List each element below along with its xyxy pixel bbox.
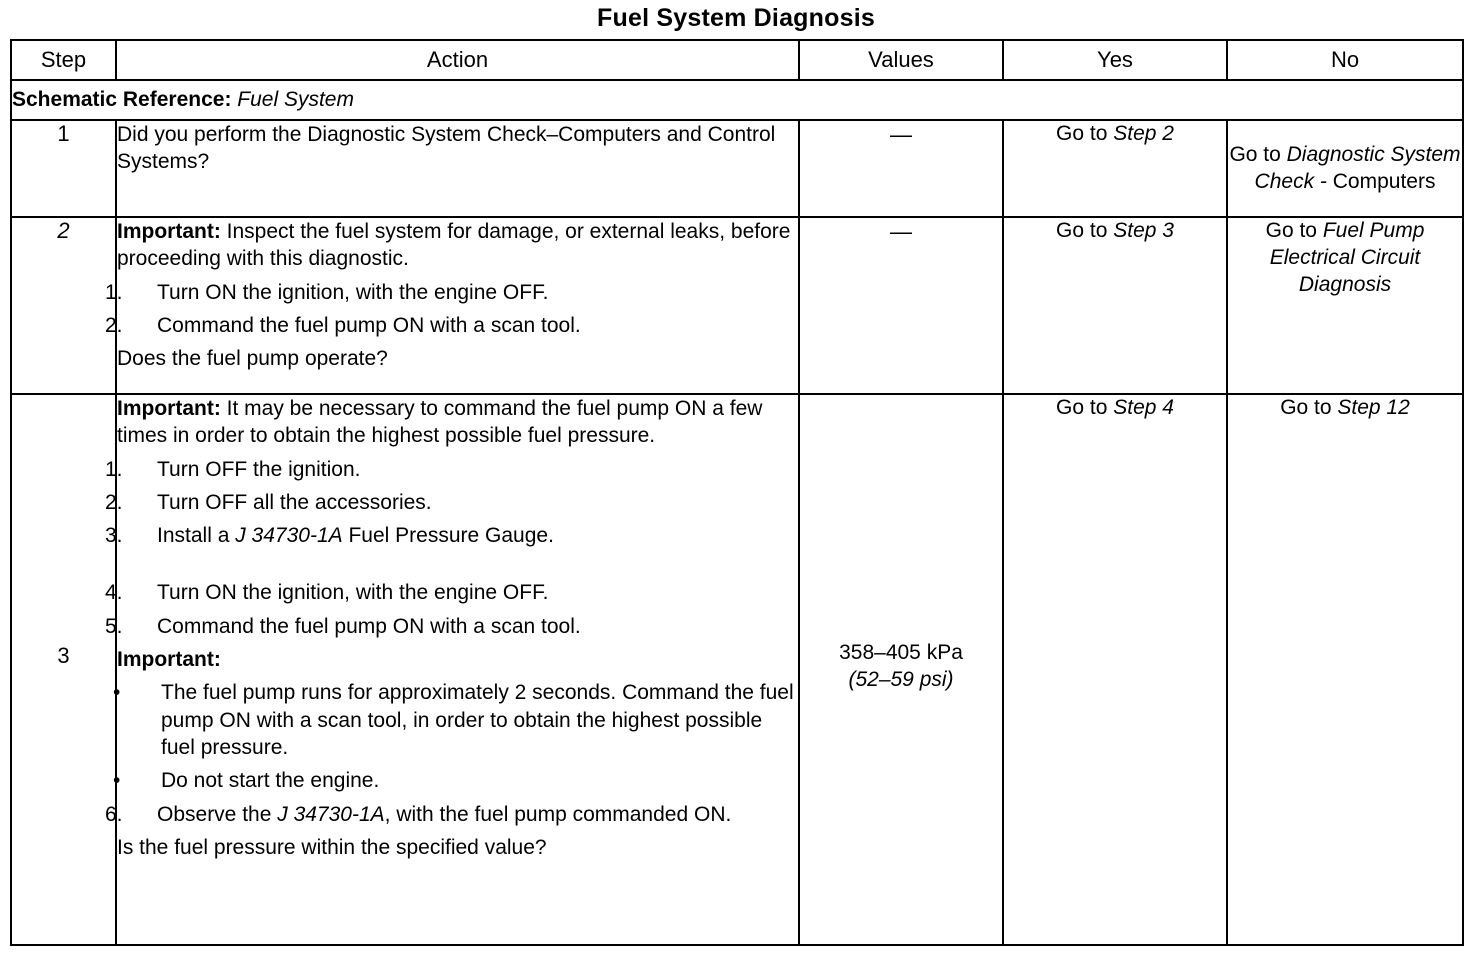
action-cell-2: Important: Inspect the fuel system for d…	[105, 216, 800, 395]
action-important-2: Important: Inspect the fuel system for d…	[117, 218, 798, 273]
fuel-system-diagnosis-table: Step Action Values Yes No Schematic Refe…	[10, 39, 1464, 946]
step-number-1: 1	[10, 119, 117, 218]
no-cell-3: Go to Step 12	[1226, 393, 1464, 946]
table-row: 2 Important: Inspect the fuel system for…	[10, 216, 1464, 395]
item-text: Turn ON the ignition, with the engine OF…	[157, 581, 549, 605]
action-lead-1: Did you perform the Diagnostic System Ch…	[117, 123, 776, 174]
yes-cell-3: Go to Step 4	[1002, 393, 1228, 946]
schematic-reference-row: Schematic Reference: Fuel System	[10, 79, 1464, 121]
table-row: 1 Did you perform the Diagnostic System …	[10, 119, 1464, 218]
action-item-2-1: 1. Turn ON the ignition, with the engine …	[105, 279, 798, 306]
tool-reference: J 34730-1A	[235, 524, 343, 548]
no-cell-1: Go to Diagnostic System Check - Computer…	[1226, 119, 1464, 218]
column-header-step: Step	[10, 39, 117, 81]
no-prefix-2: Go to	[1265, 219, 1323, 242]
item-number: 6.	[105, 802, 123, 826]
bullet-text: Do not start the engine.	[161, 769, 380, 793]
important-label-2: Important:	[117, 220, 221, 243]
schematic-reference-cell: Schematic Reference: Fuel System	[10, 79, 1464, 121]
yes-prefix-1: Go to	[1056, 122, 1114, 145]
values-dash-1: —	[890, 122, 912, 147]
yes-ref-2: Step 3	[1113, 219, 1174, 242]
column-header-values: Values	[798, 39, 1004, 81]
values-cell-2: —	[798, 216, 1004, 395]
item-number: 2.	[105, 313, 123, 337]
important-label-3b: Important:	[117, 648, 221, 672]
paragraph-gap	[117, 549, 798, 573]
item-text: Command the fuel pump ON with a scan too…	[157, 614, 581, 638]
bullet-icon: •	[113, 769, 121, 793]
column-header-no: No	[1226, 39, 1464, 81]
step-number-2: 2	[10, 216, 117, 395]
action-question-2: Does the fuel pump operate?	[117, 347, 388, 371]
action-question-3: Is the fuel pressure within the specifie…	[117, 835, 547, 859]
schematic-reference-value: Fuel System	[237, 88, 354, 111]
item-number: 3.	[105, 524, 123, 548]
item-text: Turn OFF the ignition.	[157, 457, 361, 481]
action-bullet-3-1: • The fuel pump runs for approximately 2 …	[113, 679, 798, 761]
values-cell-1: —	[798, 119, 1004, 218]
yes-prefix-2: Go to	[1056, 219, 1114, 242]
step-number-3-text: 3	[57, 643, 70, 668]
values-dash-2: —	[890, 219, 912, 244]
yes-prefix-3: Go to	[1056, 396, 1114, 419]
table-header-row: Step Action Values Yes No	[10, 39, 1464, 81]
important-text-3: It may be necessary to command the fuel …	[117, 397, 763, 448]
action-item-3-6: 6. Observe the J 34730-1A, with the fuel …	[105, 801, 798, 828]
column-header-action: Action	[115, 39, 800, 81]
item-number: 5.	[105, 614, 123, 638]
item-text: Turn ON the ignition, with the engine OF…	[157, 280, 549, 304]
action-item-3-3: 3. Install a J 34730-1A Fuel Pressure Gau…	[105, 522, 798, 549]
no-ref-1: Diagnostic System Check -	[1254, 142, 1461, 193]
no-prefix-3: Go to	[1280, 396, 1338, 419]
item-post: Fuel Pressure Gauge.	[342, 524, 554, 548]
values-imperial-3: (52–59 psi)	[800, 666, 1002, 693]
values-cell-3: 358–405 kPa (52–59 psi)	[798, 393, 1004, 946]
yes-ref-3: Step 4	[1113, 396, 1174, 419]
item-pre: Install a	[157, 524, 236, 548]
action-item-3-4: 4. Turn ON the ignition, with the engine …	[105, 579, 798, 606]
yes-ref-1: Step 2	[1113, 122, 1174, 145]
no-cell-2: Go to Fuel Pump Electrical Circuit Diagn…	[1226, 216, 1464, 395]
bullet-text: The fuel pump runs for approximately 2 s…	[161, 681, 794, 759]
important-text-2: Inspect the fuel system for damage, or e…	[117, 220, 791, 271]
yes-cell-2: Go to Step 3	[1002, 216, 1228, 395]
bullet-icon: •	[113, 681, 121, 705]
step-number-3: 3	[10, 393, 117, 946]
table-row: 3 Important: It may be necessary to comm…	[10, 393, 1464, 946]
item-text: Command the fuel pump ON with a scan too…	[157, 313, 581, 337]
action-item-3-5: 5. Command the fuel pump ON with a scan t…	[105, 613, 798, 640]
item-number: 1.	[105, 457, 123, 481]
values-imperial-3-text: (52–59 psi)	[848, 668, 954, 692]
table-header: Step Action Values Yes No	[10, 39, 1464, 81]
no-ref-2: Fuel Pump Electrical Circuit Diagnosis	[1269, 219, 1425, 296]
action-item-3-1: 1. Turn OFF the ignition.	[105, 456, 798, 483]
page-title: Fuel System Diagnosis	[597, 4, 875, 32]
tool-reference: J 34730-1A	[277, 802, 385, 826]
table-body: Schematic Reference: Fuel System 1 Did y…	[10, 79, 1464, 946]
action-item-3-2: 2. Turn OFF all the accessories.	[105, 489, 798, 516]
no-ref-3: Step 12	[1337, 396, 1410, 419]
item-number: 2.	[105, 490, 123, 514]
values-metric-3: 358–405 kPa	[839, 641, 963, 664]
item-number: 4.	[105, 581, 123, 605]
item-post: , with the fuel pump commanded ON.	[384, 802, 732, 826]
item-pre: Observe the	[157, 802, 278, 826]
yes-cell-1: Go to Step 2	[1002, 119, 1228, 218]
item-text: Turn OFF all the accessories.	[157, 490, 432, 514]
action-cell-1: Did you perform the Diagnostic System Ch…	[115, 119, 800, 218]
column-header-yes: Yes	[1002, 39, 1228, 81]
no-suffix-1: Computers	[1332, 169, 1436, 193]
important-label-3: Important:	[117, 397, 221, 420]
action-important-3: Important: It may be necessary to comman…	[117, 395, 798, 450]
action-bullet-3-2: • Do not start the engine.	[113, 767, 798, 794]
action-item-2-2: 2. Command the fuel pump ON with a scan t…	[105, 312, 798, 339]
schematic-reference-label: Schematic Reference:	[12, 88, 232, 111]
no-prefix-1: Go to	[1229, 142, 1287, 166]
action-cell-3: Important: It may be necessary to comman…	[105, 393, 800, 946]
item-number: 1.	[105, 280, 123, 304]
